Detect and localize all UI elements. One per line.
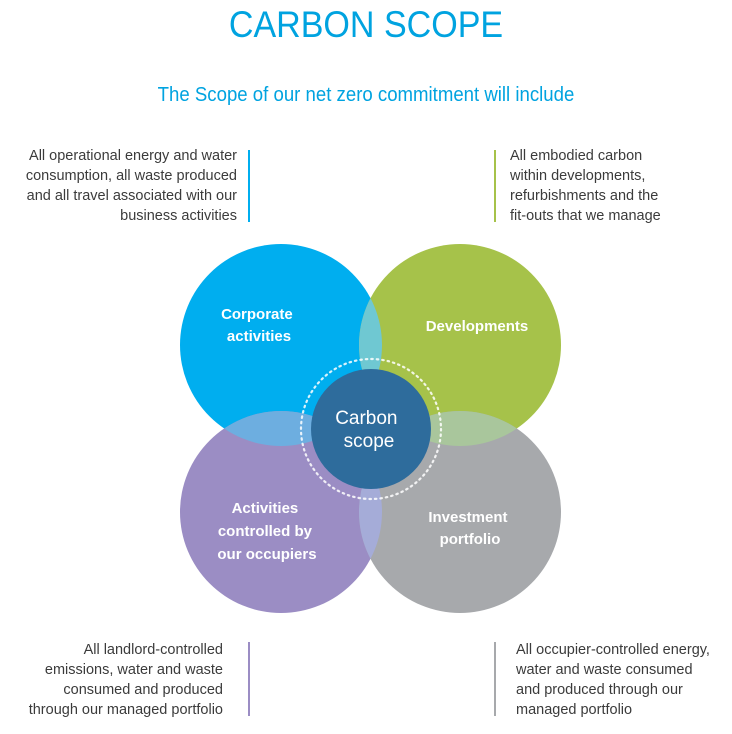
- note-line: emissions, water and waste: [44, 662, 223, 678]
- note-developments: All embodied carbon within developments,…: [510, 146, 661, 226]
- label-line: portfolio: [440, 531, 501, 548]
- note-divider-corporate: [248, 150, 250, 222]
- label-carbon-scope: Carbon scope: [335, 408, 403, 452]
- page-subtitle: The Scope of our net zero commitment wil…: [157, 84, 575, 106]
- note-divider-occupiers: [248, 642, 250, 716]
- note-line: refurbishments and the: [510, 188, 659, 204]
- label-line: our occupiers: [217, 546, 316, 563]
- note-line: business activities: [120, 208, 237, 224]
- center-circle: [311, 369, 431, 489]
- note-line: All landlord-controlled: [83, 642, 223, 658]
- note-line: All occupier-controlled energy,: [516, 642, 710, 658]
- label-developments: Developments: [426, 318, 529, 335]
- note-occupiers: All landlord-controlled emissions, water…: [29, 640, 223, 720]
- note-line: managed portfolio: [516, 702, 633, 718]
- label-line: scope: [344, 431, 395, 452]
- note-line: All embodied carbon: [510, 148, 643, 164]
- label-line: Developments: [426, 318, 529, 335]
- note-line: All operational energy and water: [29, 148, 237, 164]
- note-divider-investment: [494, 642, 496, 716]
- label-line: Investment: [428, 509, 507, 526]
- center-dotted-ring: [299, 357, 443, 501]
- label-corporate: Corporate activities: [221, 306, 297, 345]
- label-line: activities: [227, 328, 291, 345]
- label-line: Activities: [232, 500, 299, 517]
- note-line: and produced through our: [516, 682, 683, 698]
- note-line: water and waste consumed: [516, 662, 693, 678]
- note-line: consumed and produced: [63, 682, 223, 698]
- note-corporate: All operational energy and water consump…: [26, 146, 237, 226]
- note-line: consumption, all waste produced: [25, 168, 237, 184]
- note-line: and all travel associated with our: [26, 188, 237, 204]
- note-divider-developments: [494, 150, 496, 222]
- page-title: CARBON SCOPE: [228, 4, 504, 45]
- note-line: within developments,: [510, 168, 646, 184]
- note-line: fit-outs that we manage: [510, 208, 661, 224]
- label-line: controlled by: [218, 523, 313, 540]
- label-occupiers: Activities controlled by our occupiers: [217, 500, 316, 563]
- label-investment: Investment portfolio: [428, 509, 511, 548]
- label-line: Corporate: [221, 306, 293, 323]
- label-line: Carbon: [335, 408, 397, 429]
- note-line: through our managed portfolio: [28, 702, 223, 718]
- note-investment: All occupier-controlled energy, water an…: [516, 640, 710, 720]
